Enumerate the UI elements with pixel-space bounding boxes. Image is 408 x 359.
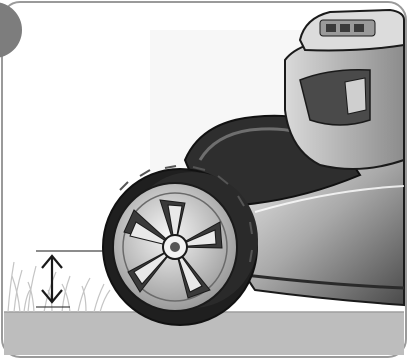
motor-cover	[285, 38, 404, 169]
wheel	[103, 166, 258, 325]
